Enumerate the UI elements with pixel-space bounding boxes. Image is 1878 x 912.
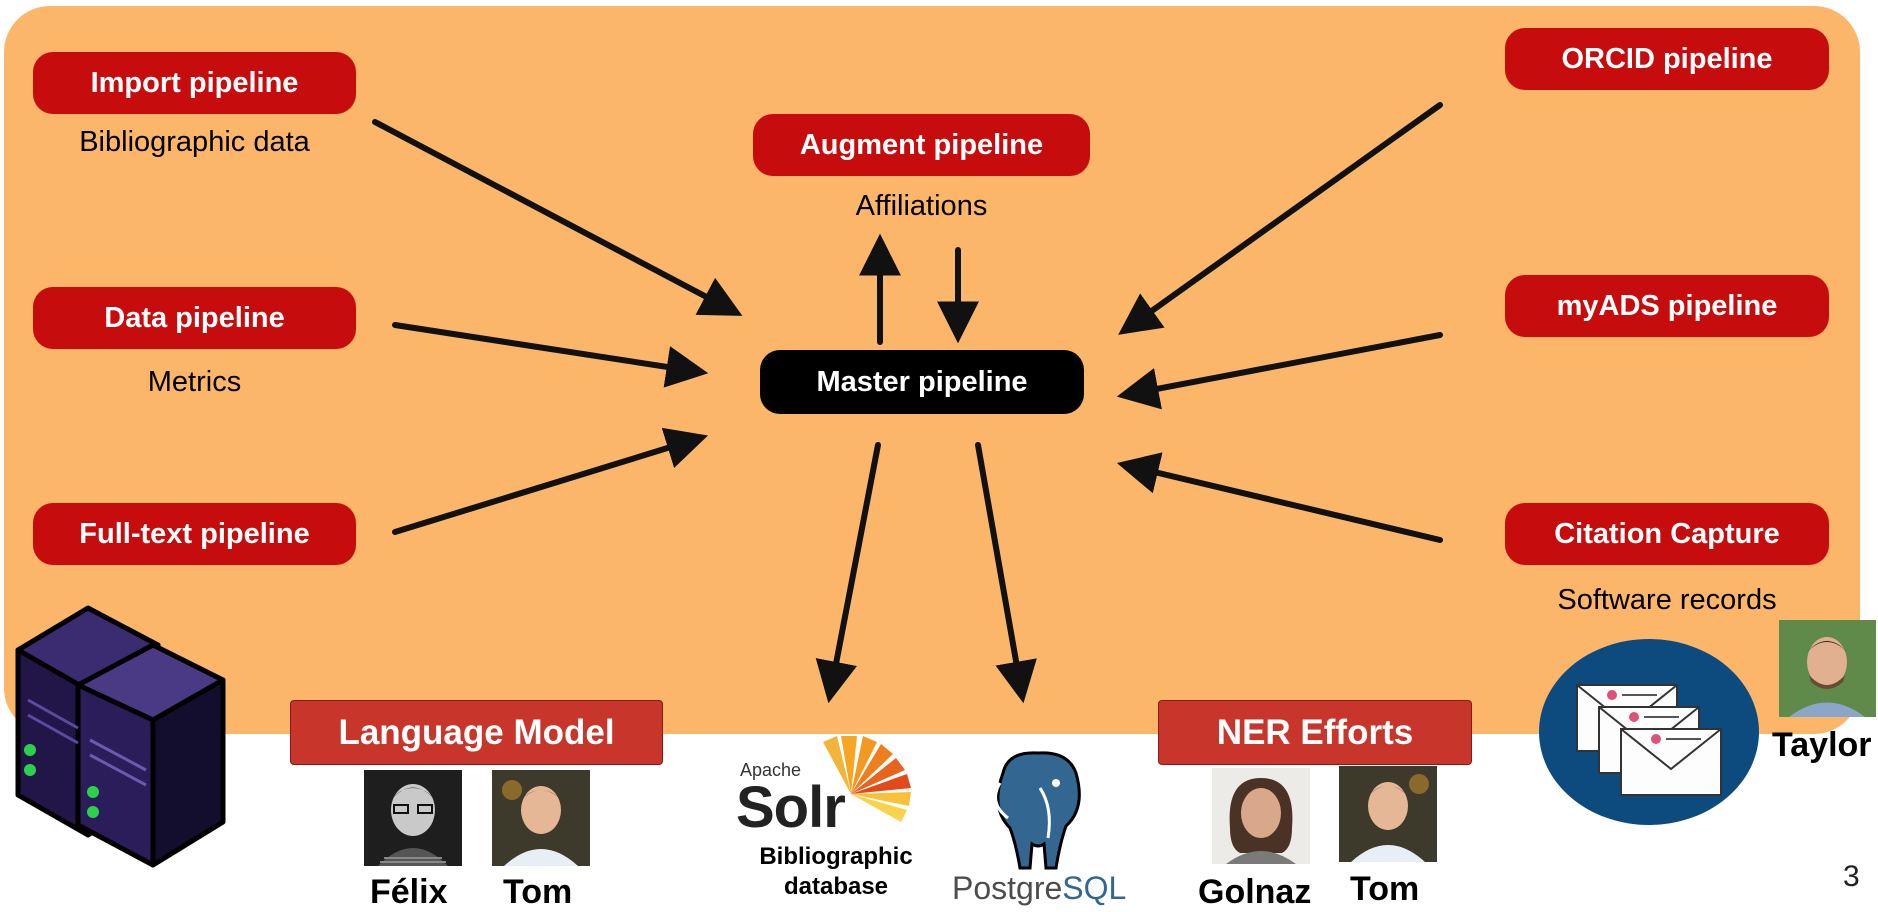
golnaz-name: Golnaz <box>1198 873 1312 911</box>
data-pipeline-label: Data pipeline <box>33 287 356 349</box>
augment-pipeline-subtitle: Affiliations <box>855 190 988 222</box>
tom-name-left: Tom <box>503 873 573 911</box>
import-pipeline-subtitle: Bibliographic data <box>79 126 310 158</box>
arrow-orcid-to-master <box>1118 102 1443 335</box>
taylor-photo <box>1779 620 1876 717</box>
tom-name-right: Tom <box>1350 870 1420 908</box>
arrow-data-to-master <box>392 322 709 388</box>
ner-efforts-box: NER Efforts <box>1158 700 1472 765</box>
tom-photo-right <box>1339 766 1437 862</box>
import-pipeline-label: Import pipeline <box>33 52 356 114</box>
citation-capture-subtitle: Software records <box>1557 584 1777 616</box>
postgresql-logo-text: PostgreSQL <box>952 870 1126 907</box>
master-pipeline-label: Master pipeline <box>760 350 1084 414</box>
language-model-box: Language Model <box>290 700 663 765</box>
solr-caption-line2: database <box>783 873 889 900</box>
postgresql-elephant-icon <box>994 751 1081 870</box>
postgresql-text-b: SQL <box>1062 870 1127 906</box>
felix-photo <box>364 770 462 866</box>
myads-pipeline-label: myADS pipeline <box>1505 275 1829 337</box>
fulltext-pipeline-label: Full-text pipeline <box>33 503 356 565</box>
augment-pipeline-label: Augment pipeline <box>753 114 1090 176</box>
server-icon <box>15 605 226 868</box>
email-records-icon <box>1539 639 1759 825</box>
arrow-fulltext-to-master <box>392 427 709 535</box>
orcid-pipeline-label: ORCID pipeline <box>1505 28 1829 90</box>
solr-name-text: Solr <box>736 775 846 840</box>
arrow-master-to-solr <box>815 442 881 704</box>
postgresql-text-a: Postgre <box>952 870 1063 906</box>
page-number: 3 <box>1843 860 1860 893</box>
solr-logo: Apache Solr <box>736 732 936 842</box>
solr-caption-line1: Bibliographic <box>759 843 913 870</box>
arrow-myads-to-master <box>1116 332 1443 410</box>
taylor-name: Taylor <box>1772 726 1872 764</box>
arrow-citation-to-master <box>1116 452 1443 543</box>
tom-photo-left <box>492 770 590 866</box>
citation-capture-label: Citation Capture <box>1505 503 1829 565</box>
arrow-master-to-postgres <box>975 442 1037 704</box>
solr-apache-text: Apache <box>740 760 802 780</box>
golnaz-photo <box>1212 768 1310 864</box>
arrow-import-to-master <box>372 119 743 316</box>
data-pipeline-subtitle: Metrics <box>147 366 242 398</box>
felix-name: Félix <box>370 873 448 911</box>
